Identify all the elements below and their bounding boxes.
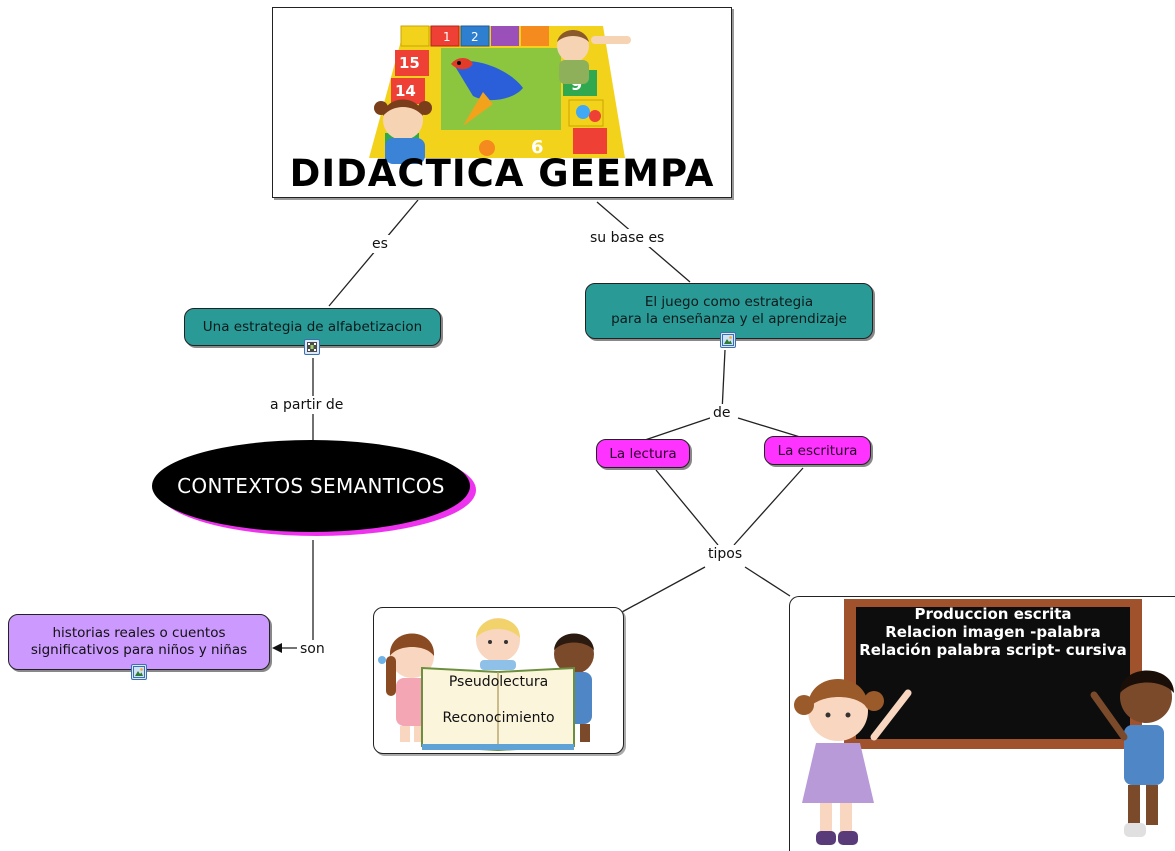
node-lectura-label: La lectura (609, 445, 677, 462)
node-estrategia-label: Una estrategia de alfabetizacion (202, 319, 423, 335)
writing-type-script-cursiva: Relación palabra script- cursiva (859, 641, 1127, 659)
reading-type-pseudolectura: Pseudolectura (448, 674, 549, 690)
node-juego-estrategia[interactable]: El juego como estrategia para la enseñan… (585, 283, 873, 339)
svg-text:9: 9 (571, 75, 582, 94)
map-title: DIDACTICA GEEMPA (289, 152, 715, 195)
reading-types-panel[interactable]: Pseudolectura Reconocimiento (373, 607, 624, 754)
chalkboard-illustration (794, 599, 1174, 845)
link-escritura-tipos (733, 467, 804, 546)
link-label-su-base-es: su base es (587, 229, 668, 247)
link-tipos-reading (621, 566, 706, 613)
link-label-de: de (710, 404, 734, 422)
reading-type-reconocimiento: Reconocimiento (442, 710, 555, 726)
link-label-tipos: tipos (705, 545, 746, 563)
node-contextos-label: CONTEXTOS SEMANTICOS (177, 474, 445, 498)
link-title-estrategia (328, 199, 419, 307)
writing-type-produccion: Produccion escrita (914, 605, 1072, 623)
node-historias-line2: significativos para niños y niñas (30, 642, 248, 658)
node-contextos-semanticos[interactable]: CONTEXTOS SEMANTICOS (152, 440, 470, 532)
title-node: 1 2 15 14 9 2 6 DIDACTICA GEEMPA (272, 7, 732, 198)
link-de-escritura (737, 417, 801, 438)
node-lectura[interactable]: La lectura (596, 439, 690, 468)
children-reading-illustration (378, 618, 594, 752)
link-label-son: son (297, 640, 328, 658)
hopscotch-illustration: 1 2 15 14 9 2 6 (369, 25, 631, 164)
link-label-a-partir-de: a partir de (267, 396, 347, 414)
arrowhead-son (272, 643, 282, 653)
video-attachment-icon[interactable] (304, 339, 320, 355)
writing-type-imagen-palabra: Relacion imagen -palabra (885, 623, 1101, 641)
svg-text:2: 2 (471, 30, 479, 44)
svg-text:6: 6 (531, 137, 544, 158)
link-label-es: es (369, 235, 391, 253)
node-historias-line1: historias reales o cuentos (52, 625, 226, 641)
writing-types-panel[interactable]: Produccion escrita Relacion imagen -pala… (789, 596, 1175, 851)
image-attachment-icon[interactable] (131, 664, 147, 680)
svg-text:15: 15 (399, 54, 420, 72)
node-escritura[interactable]: La escritura (764, 436, 871, 465)
image-attachment-icon[interactable] (720, 332, 736, 348)
node-escritura-label: La escritura (777, 442, 858, 459)
link-lectura-tipos (655, 469, 719, 546)
node-juego-line1: El juego como estrategia (644, 294, 814, 310)
node-historias[interactable]: historias reales o cuentos significativo… (8, 614, 270, 670)
link-tipos-writing (744, 566, 791, 597)
svg-text:1: 1 (443, 30, 451, 44)
svg-text:14: 14 (395, 82, 416, 100)
node-juego-line2: para la enseñanza y el aprendizaje (611, 311, 847, 327)
link-de-lectura (644, 417, 711, 441)
link-juego-de (721, 349, 726, 413)
